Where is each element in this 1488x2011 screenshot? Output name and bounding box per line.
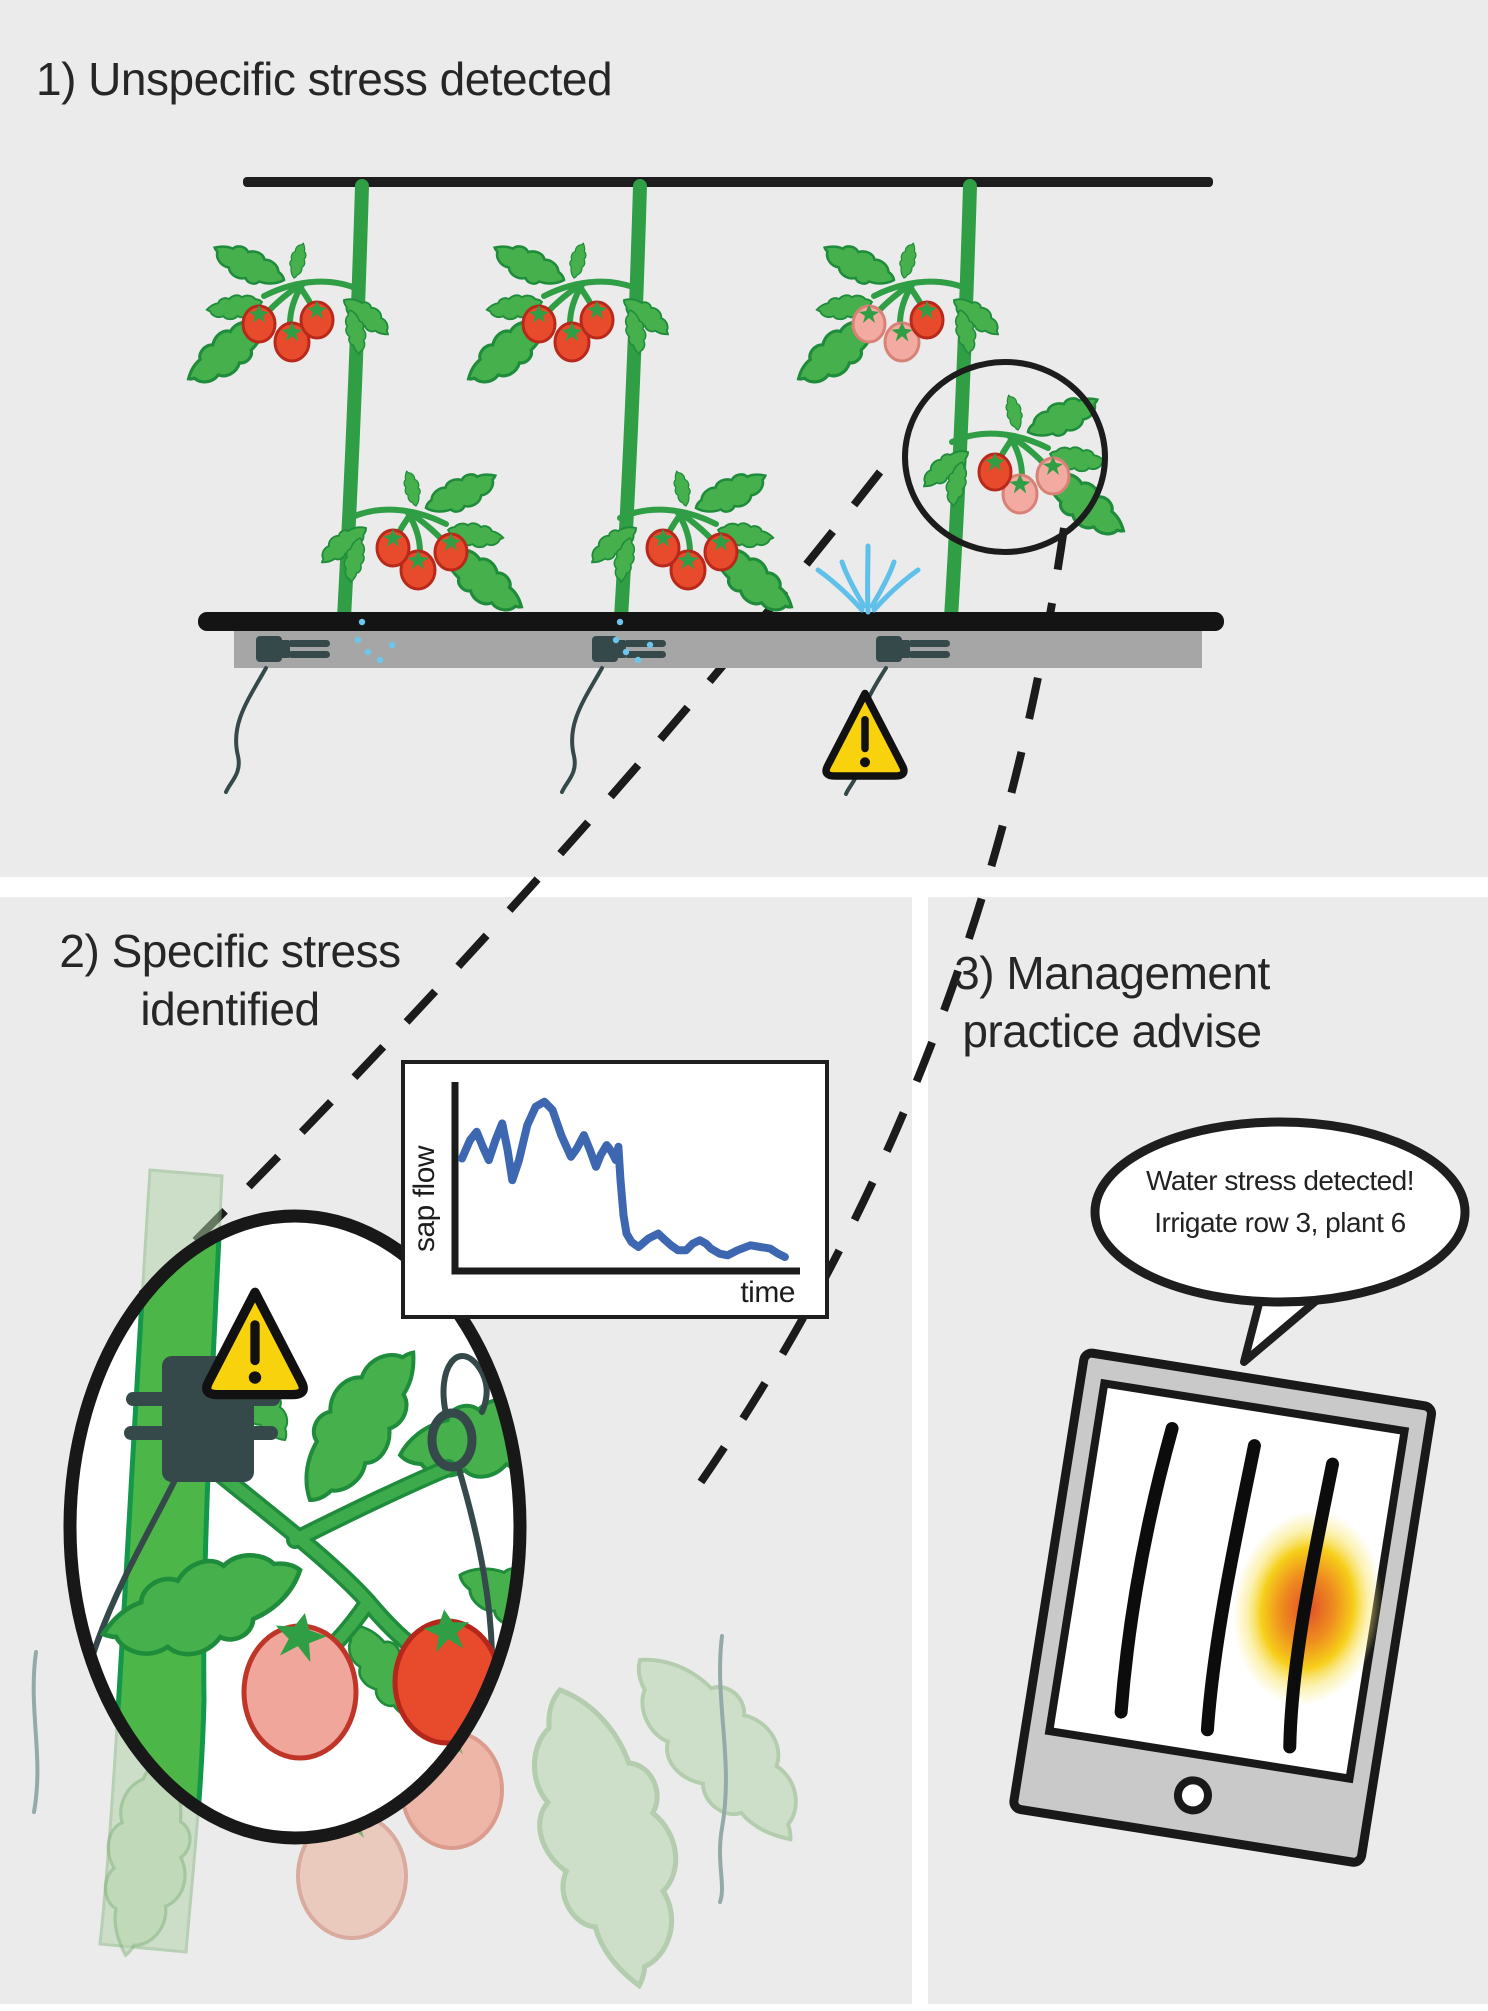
zoom-circle-icon: [902, 359, 1108, 555]
sensor-wire: [224, 666, 268, 794]
water-spray-icon: [815, 543, 921, 615]
chart-x-axis-label: time: [740, 1276, 795, 1309]
bubble-line1: Water stress detected!: [1145, 1165, 1415, 1196]
section3-title-line1: 3) Management: [954, 947, 1270, 999]
tablet-icon: [1009, 1348, 1437, 1867]
bubble-line2: Irrigate row 3, plant 6: [1154, 1207, 1406, 1238]
advice-scene: [1009, 1117, 1470, 1867]
sap-flow-chart: [401, 1060, 829, 1319]
crop-row-line-3: [1283, 1457, 1340, 1754]
speech-bubble-icon: [1090, 1117, 1470, 1366]
magnified-plant: [31, 1168, 834, 2000]
section2-title: 2) Specific stress identified: [28, 922, 432, 1038]
section1-title: 1) Unspecific stress detected: [36, 53, 613, 105]
zoom-dashed-line-right: [690, 527, 1068, 1495]
speech-bubble-text: Water stress detected! Irrigate row 3, p…: [1098, 1160, 1462, 1244]
section2-title-line2: identified: [140, 983, 320, 1035]
gutter-tray: [234, 631, 1202, 668]
gutter-pipe: [198, 612, 1224, 631]
crop-row-line-1: [1114, 1422, 1179, 1719]
sap-flow-line: [458, 1097, 789, 1261]
section3-title: 3) Management practice advise: [942, 944, 1282, 1060]
water-drip-icon: [354, 618, 654, 664]
magnifier-interior: [70, 1216, 520, 1838]
section2-title-line1: 2) Specific stress: [59, 925, 401, 977]
section3-title-line2: practice advise: [962, 1005, 1262, 1057]
sensor-wire: [560, 666, 604, 794]
magnifier-ring: [63, 1209, 527, 1845]
chart-axes: [451, 1082, 800, 1275]
greenhouse-scene: [178, 177, 1224, 796]
trellis-bar: [243, 177, 1213, 187]
chart-y-axis-label: sap flow: [408, 1145, 441, 1252]
crop-row-line-2: [1200, 1439, 1261, 1737]
plant-stem-3: [944, 179, 977, 625]
panel-1-background: [0, 0, 1488, 877]
home-button-icon: [1173, 1776, 1212, 1815]
